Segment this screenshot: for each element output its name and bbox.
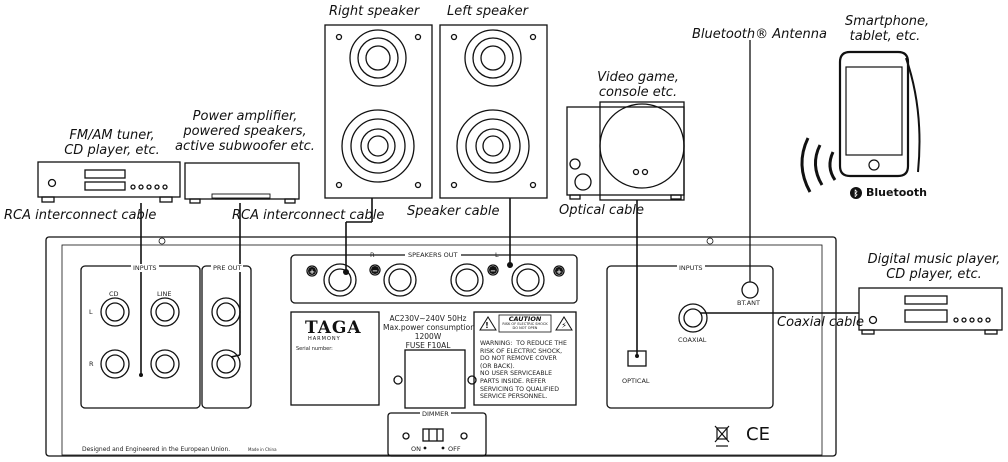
smartphone-icon: [800, 50, 921, 193]
speakers-l-label: L: [495, 251, 499, 259]
brand-plate: [290, 311, 380, 406]
speaker-cable-label: Speaker cable: [407, 204, 500, 219]
bluetooth-icon: [850, 187, 862, 199]
svg-text:⚡: ⚡: [561, 321, 567, 330]
left-speaker-label: Left speaker: [447, 4, 528, 19]
bluetooth-logo-text: Bluetooth: [866, 186, 927, 199]
inputs-left-title: INPUTS: [131, 264, 159, 272]
footer-text: Designed and Engineered in the European …: [82, 446, 231, 453]
serial-number-label: Serial number:: [296, 346, 333, 352]
smartphone-label: Smartphone,tablet, etc.: [845, 14, 930, 44]
bt-ant-label: BT.ANT: [737, 299, 761, 307]
coaxial-label: COAXIAL: [678, 336, 707, 344]
svg-text:−: −: [372, 267, 378, 275]
made-in-label: Made in China: [248, 447, 277, 452]
bluetooth-antenna-label: Bluetooth® Antenna: [692, 27, 827, 42]
right-speaker-label: Right speaker: [329, 4, 420, 19]
caution-title: CAUTION: [508, 315, 542, 323]
cd-label: CD: [109, 290, 119, 298]
dimmer-title: DIMMER: [420, 410, 451, 418]
dimmer-switch: [387, 412, 487, 457]
cd-player-icon: [858, 287, 1003, 335]
dimmer-off-label: OFF: [448, 445, 461, 453]
ce-mark-icon: CE: [746, 424, 770, 445]
coaxial-cable-label: Coaxial cable: [777, 315, 864, 330]
speaker-icon-left: [439, 24, 548, 199]
warning-plate: [473, 311, 577, 406]
tuner-label: FM/AM tuner,CD player, etc.: [64, 128, 160, 158]
amplifier-icon: [184, 162, 300, 204]
speaker-icon-right: [324, 24, 433, 199]
brand-sub: HARMONY: [308, 336, 341, 342]
speakers-out-strip: [290, 254, 578, 304]
dimmer-on-label: ON: [411, 445, 421, 453]
power-amp-label: Power amplifier,powered speakers,active …: [175, 109, 315, 154]
optical-label: OPTICAL: [622, 377, 650, 385]
channel-l-label: L: [89, 308, 93, 316]
channel-r-label: R: [89, 360, 94, 368]
optical-cable-label: Optical cable: [559, 203, 645, 218]
inputs-right-title: INPUTS: [677, 264, 705, 272]
svg-text:+: +: [309, 268, 315, 276]
rca-cable-left-label: RCA interconnect cable: [4, 208, 157, 223]
weee-bin-icon: [714, 425, 730, 447]
svg-text:ᛒ: ᛒ: [854, 189, 859, 198]
speakers-out-title: SPEAKERS OUT: [405, 251, 461, 259]
pre-out-group: [201, 265, 252, 409]
speakers-r-label: R: [370, 251, 375, 259]
svg-text:−: −: [490, 267, 496, 275]
cables: [140, 198, 859, 375]
power-socket: [393, 349, 477, 409]
digital-player-label: Digital music player,CD player, etc.: [867, 252, 1001, 282]
svg-text:+: +: [556, 268, 562, 276]
rca-cable-mid-label: RCA interconnect cable: [232, 208, 385, 223]
brand-logo: TAGA: [305, 318, 362, 338]
tuner-icon: [37, 161, 181, 203]
svg-text:!: !: [485, 321, 489, 330]
pre-out-title: PRE OUT: [211, 264, 244, 272]
line-label: LINE: [157, 290, 172, 298]
video-game-label: Video game,console etc.: [597, 70, 679, 100]
console-icon: [566, 101, 685, 201]
